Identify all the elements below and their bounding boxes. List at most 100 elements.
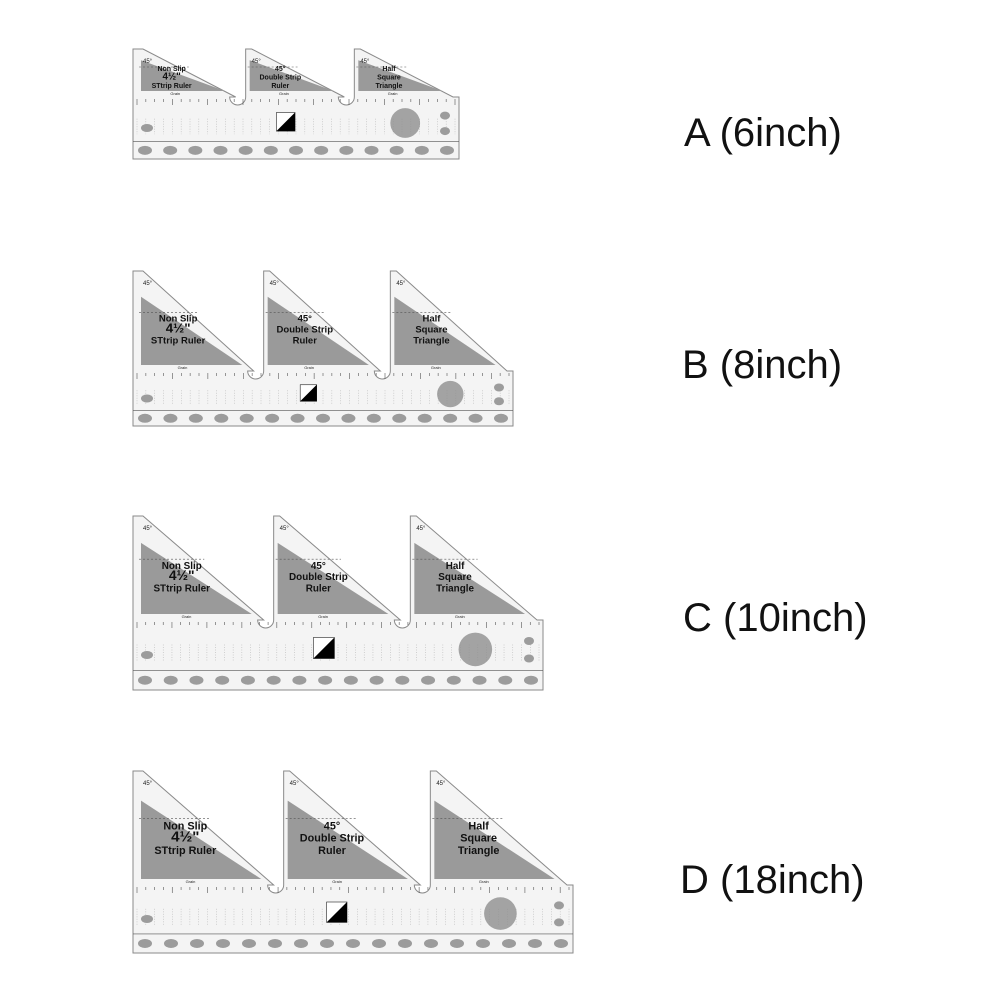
non-slip-dot bbox=[238, 145, 253, 155]
non-slip-dot bbox=[472, 675, 487, 685]
grain-label: Grain bbox=[178, 365, 188, 370]
logo-mark bbox=[300, 384, 317, 402]
grain-label: Grain bbox=[479, 879, 489, 884]
grip-circle bbox=[390, 108, 421, 138]
non-slip-dot bbox=[213, 145, 228, 155]
triangle-label-line: Ruler bbox=[318, 845, 346, 857]
variant-size-label: D (18inch) bbox=[680, 858, 865, 902]
logo-mark bbox=[276, 112, 296, 132]
angle-marker: 45° bbox=[143, 781, 153, 787]
non-slip-dot bbox=[163, 145, 178, 155]
non-slip-dot bbox=[138, 413, 152, 423]
triangle-label-line: Ruler bbox=[306, 584, 331, 595]
non-slip-dot bbox=[240, 675, 255, 685]
non-slip-dot bbox=[502, 938, 516, 948]
angle-marker: 45° bbox=[396, 281, 406, 287]
angle-marker: 45° bbox=[436, 781, 446, 787]
non-slip-dot bbox=[290, 413, 305, 423]
ruler-measure-bar bbox=[133, 622, 543, 685]
grain-label: Grain bbox=[304, 365, 314, 370]
grain-label: Grain bbox=[388, 91, 398, 96]
non-slip-dot bbox=[398, 938, 412, 948]
grain-label: Grain bbox=[182, 614, 192, 619]
non-slip-dot bbox=[395, 675, 410, 685]
triangle-label-line: Ruler bbox=[293, 336, 318, 347]
non-slip-dot bbox=[440, 145, 454, 155]
non-slip-dot bbox=[341, 413, 356, 423]
non-slip-dot bbox=[188, 145, 203, 155]
angle-marker: 45° bbox=[143, 526, 153, 532]
non-slip-dot bbox=[189, 675, 204, 685]
triangle-label-line: 45° bbox=[311, 561, 326, 572]
variant-size-label: B (8inch) bbox=[682, 343, 843, 387]
triangle-label-line: Non Slip bbox=[163, 820, 207, 832]
grain-label: Grain bbox=[455, 614, 465, 619]
angle-marker: 45° bbox=[290, 781, 300, 787]
angle-marker: 45° bbox=[143, 59, 153, 65]
angle-marker: 45° bbox=[360, 59, 370, 65]
triangle-insert bbox=[434, 800, 555, 879]
angle-marker: 45° bbox=[143, 281, 153, 287]
non-slip-dot bbox=[138, 145, 152, 155]
non-slip-dot bbox=[343, 675, 358, 685]
non-slip-dot bbox=[339, 145, 354, 155]
triangle-insert bbox=[141, 542, 252, 614]
triangle-label-line: Half bbox=[382, 66, 396, 73]
grain-label: Grain bbox=[170, 91, 180, 96]
non-slip-dot bbox=[263, 145, 278, 155]
triangle-label-line: 45° bbox=[324, 820, 340, 832]
non-slip-dot bbox=[346, 938, 360, 948]
non-slip-dot bbox=[138, 675, 152, 685]
non-slip-dot bbox=[372, 938, 386, 948]
triangle-label-line: Square bbox=[377, 75, 401, 82]
triangle-label-line: 45° bbox=[298, 314, 313, 325]
non-slip-dot bbox=[424, 938, 438, 948]
ruler-measure-bar bbox=[133, 373, 513, 423]
grip-circle bbox=[437, 380, 464, 408]
non-slip-dot bbox=[216, 938, 230, 948]
triangle-label-line: Triangle bbox=[458, 845, 500, 857]
angle-marker: 45° bbox=[416, 526, 426, 532]
triangle-insert bbox=[287, 800, 408, 879]
triangle-label-line: Triangle bbox=[376, 83, 403, 90]
logo-mark bbox=[313, 637, 335, 659]
triangle-label-line: 4½" bbox=[163, 72, 181, 83]
non-slip-dot bbox=[366, 413, 381, 423]
non-slip-dot bbox=[163, 413, 178, 423]
non-slip-dot bbox=[239, 413, 254, 423]
grain-label: Grain bbox=[332, 879, 342, 884]
triangle-label-line: Square bbox=[460, 833, 497, 845]
triangle-label-line: 45° bbox=[275, 65, 286, 73]
triangle-insert bbox=[394, 296, 496, 365]
triangle-label-line: Double Strip bbox=[259, 75, 301, 82]
non-slip-dot bbox=[446, 675, 461, 685]
non-slip-dot bbox=[190, 938, 204, 948]
non-slip-dot bbox=[369, 675, 384, 685]
non-slip-dot bbox=[528, 938, 542, 948]
triangle-insert bbox=[267, 296, 369, 365]
non-slip-dot bbox=[188, 413, 203, 423]
non-slip-dot bbox=[498, 675, 513, 685]
triangle-label-line: STtrip Ruler bbox=[151, 336, 206, 347]
non-slip-dot bbox=[268, 938, 282, 948]
triangle-label-line: 4½" bbox=[169, 567, 195, 583]
angle-marker: 45° bbox=[270, 281, 280, 287]
triangle-insert bbox=[277, 542, 389, 614]
non-slip-dot bbox=[524, 675, 538, 685]
